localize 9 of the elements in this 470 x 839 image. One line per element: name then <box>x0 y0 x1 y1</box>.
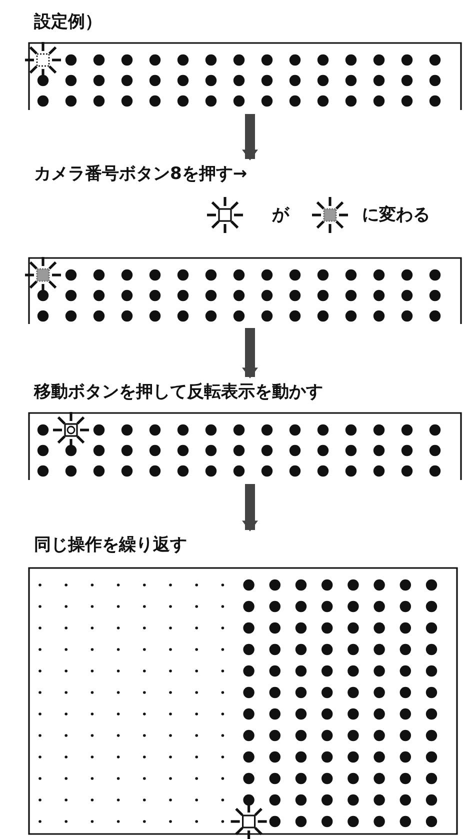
step-heading: カメラ番号ボタン8を押す→ <box>34 163 248 186</box>
down-arrow <box>242 328 258 378</box>
down-arrow <box>242 484 258 532</box>
step-heading: 同じ操作を繰り返す <box>34 534 187 557</box>
step-note: が <box>272 204 289 227</box>
step-heading: 移動ボタンを押して反転表示を動かす <box>34 381 323 404</box>
down-arrow <box>242 114 258 160</box>
step-heading: 設定例） <box>34 11 102 34</box>
step-note: に変わる <box>362 204 430 227</box>
